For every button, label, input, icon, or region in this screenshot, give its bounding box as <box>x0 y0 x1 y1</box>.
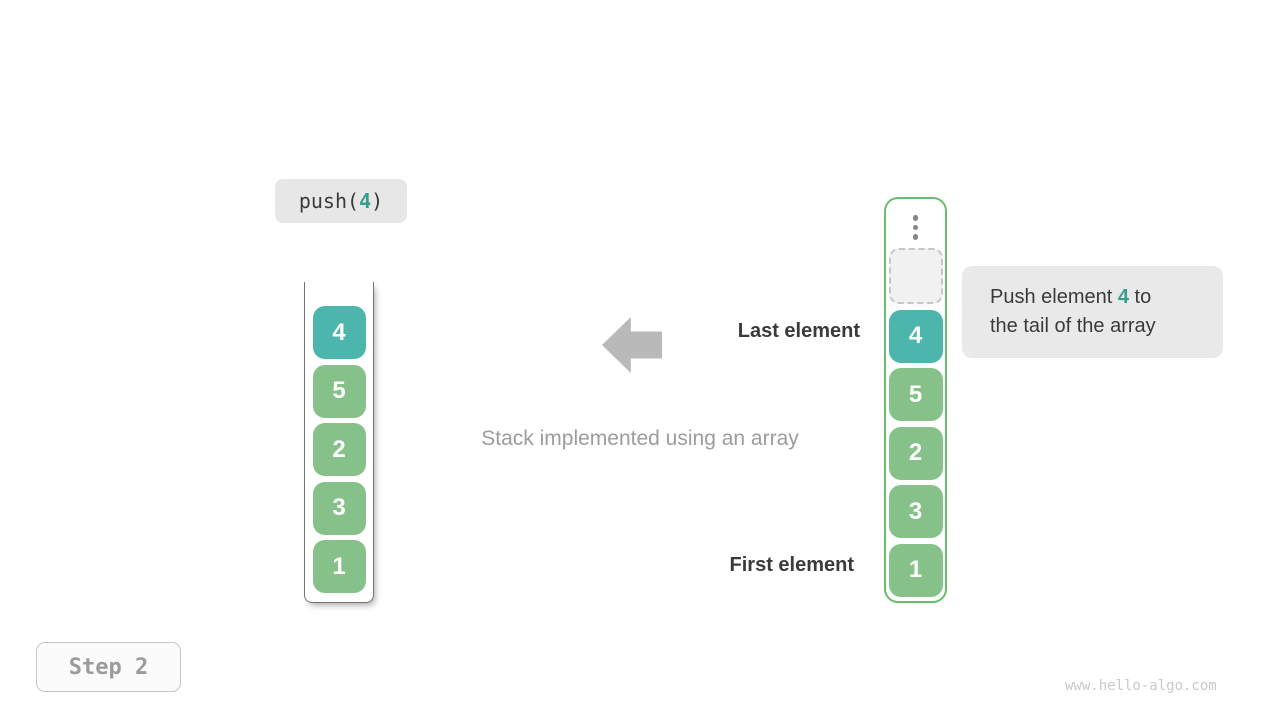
stack-cell: 2 <box>888 426 943 480</box>
stack-cell: 4 <box>888 309 943 363</box>
vertical-ellipsis-icon <box>912 215 919 240</box>
tooltip-text-prefix: Push element <box>990 286 1118 308</box>
first-element-label: First element <box>729 554 854 576</box>
operation-label: push(4) <box>275 179 407 223</box>
operation-suffix: ) <box>371 189 384 213</box>
stack-cell: 1 <box>312 540 366 593</box>
tooltip-text-suffix: to <box>1128 286 1152 308</box>
tooltip-highlight-value: 4 <box>1117 286 1129 308</box>
diagram-caption: Stack implemented using an array <box>481 427 799 450</box>
last-element-label: Last element <box>737 320 860 342</box>
left-arrow-icon <box>602 317 662 373</box>
stack-cell: 1 <box>888 543 943 597</box>
tooltip-text-line2: the tail of the array <box>990 315 1156 337</box>
annotation-tooltip: Push element 4 to the tail of the array <box>962 266 1223 358</box>
stack-cell: 2 <box>312 423 366 476</box>
stack-cell: 4 <box>312 306 366 359</box>
stack-array-container: 4 5 2 3 1 <box>304 282 374 603</box>
empty-slot <box>888 247 943 304</box>
stack-cell: 3 <box>312 481 366 535</box>
stack-cell: 3 <box>888 485 943 538</box>
watermark: www.hello-algo.com <box>1065 678 1217 694</box>
operation-prefix: push( <box>298 189 360 213</box>
operation-argument: 4 <box>359 189 372 213</box>
stack-cell: 5 <box>888 368 943 421</box>
stack-cell: 5 <box>312 364 366 418</box>
step-badge: Step 2 <box>36 642 181 692</box>
array-tail-container: 4 5 2 3 1 <box>884 197 947 603</box>
